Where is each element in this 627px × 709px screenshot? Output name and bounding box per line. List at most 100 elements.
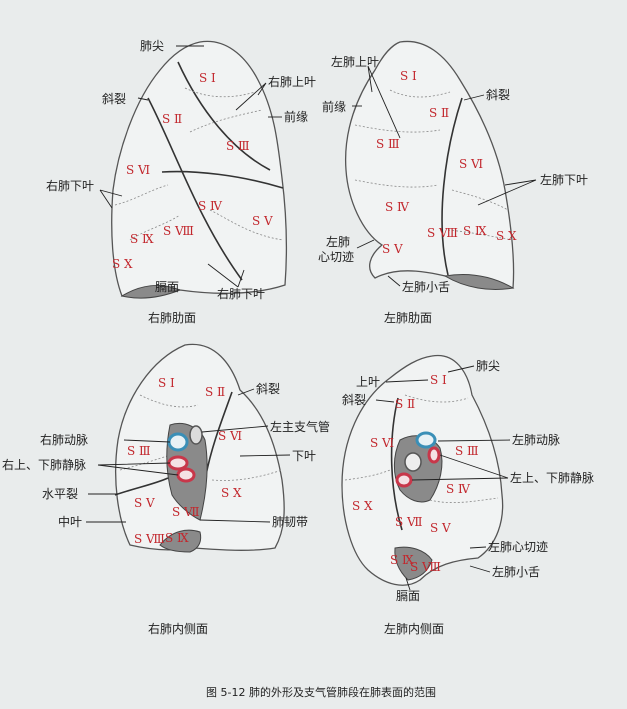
label-left-lower-lobe: 左肺下叶 <box>540 172 588 187</box>
label-oblique-medial: 斜裂 <box>256 382 280 396</box>
leader-artery-3 <box>123 439 171 443</box>
seg-s5-medial: S Ⅴ <box>134 496 155 510</box>
diaphragm-left-medial <box>394 546 433 581</box>
figure-caption: 图 5-12 肺的外形及支气管肺段在肺表面的范围 <box>206 685 436 699</box>
seg-s10-left-medial: S X <box>352 499 373 513</box>
seg-s6-medial: S Ⅵ <box>218 429 242 443</box>
seg-s3-medial: S Ⅲ <box>127 444 151 458</box>
leader-artery-4 <box>437 439 511 442</box>
oblique-fissure-left-medial <box>390 397 403 531</box>
label-middle-lobe: 中叶 <box>58 514 82 529</box>
leader-upper-2 <box>367 65 401 139</box>
segment-line-1 <box>184 87 256 98</box>
seg-s2-left: S Ⅱ <box>429 106 449 120</box>
leader-oblique-1 <box>137 97 149 101</box>
left-pulmonary-artery <box>415 431 437 449</box>
seg-s9-left: S Ⅸ <box>463 224 487 238</box>
segment-line-l1 <box>389 89 451 98</box>
right-main-bronchus <box>189 425 203 445</box>
seg-s8: S Ⅷ <box>163 224 194 238</box>
label-upper-lobe-left-medial: 上叶 <box>356 375 380 389</box>
label-oblique: 斜裂 <box>102 92 126 106</box>
caption-left-costal: 左肺肋面 <box>384 310 432 325</box>
seg-s9-medial: S Ⅸ <box>165 531 189 545</box>
leader-notch-2 <box>356 239 375 249</box>
seg-s3: S Ⅲ <box>226 139 250 153</box>
label-left-upper-lobe: 左肺上叶 <box>331 54 379 69</box>
segment-line-m1 <box>139 394 199 408</box>
segment-line-4 <box>129 214 181 241</box>
label-left-pulmonary-artery: 左肺动脉 <box>512 432 560 447</box>
label-upper-lobe: 右肺上叶 <box>268 74 316 89</box>
ligament-right <box>159 529 202 553</box>
seg-s1: S I <box>199 71 216 85</box>
caption-right-costal: 右肺肋面 <box>148 310 196 325</box>
leader-main-bronchus-3 <box>201 425 269 433</box>
segment-line-lm1 <box>404 394 469 403</box>
seg-s1-left: S I <box>400 69 417 83</box>
label-pulmonary-ligament: 肺韧带 <box>272 515 308 529</box>
seg-s7-medial: S Ⅶ <box>172 505 200 519</box>
seg-s6-left: S Ⅵ <box>459 157 483 171</box>
label-anterior-border: 前缘 <box>284 109 308 124</box>
label-left-pulmonary-veins: 左上、下肺静脉 <box>510 470 594 485</box>
label-diaphragmatic-surface: 膈面 <box>155 280 179 294</box>
seg-s6-left-medial: S Ⅵ <box>370 436 394 450</box>
seg-s2-left-medial: S Ⅱ <box>395 397 415 411</box>
segment-line-3 <box>114 184 169 206</box>
leader-lower-3 <box>239 454 291 457</box>
seg-s9-left-medial: S Ⅸ <box>390 553 414 567</box>
left-upper-pulmonary-vein <box>427 446 441 464</box>
label-cardiac-notch-line1: 左肺 <box>326 234 350 249</box>
label-oblique-left: 斜裂 <box>486 88 510 102</box>
label-anterior-border-left: 前缘 <box>322 99 346 114</box>
right-lower-pulmonary-vein <box>176 467 196 483</box>
right-pulmonary-artery <box>167 432 189 452</box>
leader-lingula-2 <box>387 275 401 287</box>
leader-oblique-4 <box>375 399 395 403</box>
seg-s5-left: S Ⅴ <box>382 242 403 256</box>
segment-line-m2 <box>211 469 283 481</box>
seg-s3-left-medial: S Ⅲ <box>455 444 479 458</box>
label-lower-lobe-bottom: 右肺下叶 <box>217 286 265 301</box>
label-cardiac-notch: 左肺 心切迹 <box>318 234 354 264</box>
label-apex: 肺尖 <box>140 39 164 53</box>
seg-s10-left: S X <box>496 229 517 243</box>
panel-left-lung-medial: S I S Ⅱ S Ⅵ S Ⅲ S Ⅳ S X S Ⅶ S Ⅴ S Ⅸ S Ⅷ … <box>341 354 594 636</box>
label-cardiac-notch-line2: 心切迹 <box>318 250 354 264</box>
horizontal-fissure-medial <box>114 477 169 496</box>
seg-s4-left-medial: S Ⅳ <box>446 482 471 496</box>
oblique-fissure-right <box>147 97 243 281</box>
leader-veins-4 <box>411 454 509 481</box>
leader-oblique-3 <box>237 388 255 396</box>
leader-veins-3 <box>97 462 179 476</box>
leader-notch-4 <box>469 546 487 549</box>
leader-upper-4 <box>385 379 429 383</box>
leader-lower-2 <box>477 179 537 206</box>
leader-oblique-2 <box>463 94 485 101</box>
left-lung-costal-outline <box>344 40 515 289</box>
caption-right-medial: 右肺内侧面 <box>148 621 208 636</box>
oblique-fissure-left <box>441 97 463 276</box>
label-lower-lobe-medial: 下叶 <box>292 449 316 463</box>
seg-s5-left-medial: S Ⅴ <box>430 521 451 535</box>
leader-lower-left-1 <box>99 189 123 209</box>
label-right-pulmonary-artery: 右肺动脉 <box>40 432 88 447</box>
seg-s2-medial: S Ⅱ <box>205 385 225 399</box>
label-oblique-left-medial: 斜裂 <box>342 393 366 407</box>
label-lingula: 左肺小舌 <box>402 279 450 294</box>
seg-s10: S X <box>112 257 133 271</box>
leader-ligament-3 <box>199 519 271 523</box>
diaphragm-surface-left <box>443 274 515 290</box>
left-lower-pulmonary-vein <box>395 472 413 488</box>
label-right-pulmonary-veins: 右上、下肺静脉 <box>2 457 86 472</box>
seg-s8-left-medial: S Ⅷ <box>410 560 441 574</box>
leader-lower-bottom-1 <box>207 263 245 288</box>
seg-s8-medial: S Ⅷ <box>134 532 165 546</box>
panel-right-lung-medial: S I S Ⅱ S Ⅵ S Ⅲ S X S Ⅴ S Ⅶ S Ⅷ S Ⅸ 斜裂 左… <box>2 343 330 636</box>
segment-line-l2 <box>354 124 441 133</box>
segment-line-lm3 <box>429 497 499 503</box>
seg-s2: S Ⅱ <box>162 112 182 126</box>
seg-s7-left-medial: S Ⅶ <box>395 515 423 529</box>
